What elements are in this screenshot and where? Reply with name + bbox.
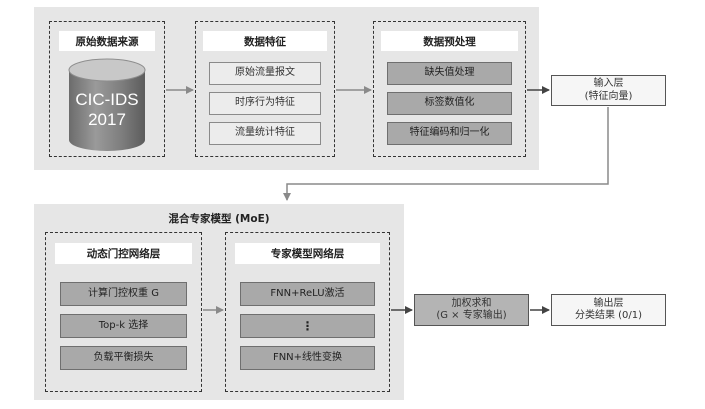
feature-item-statistics: 流量统计特征 — [209, 122, 321, 145]
input-layer-label: 输入层 — [593, 78, 624, 89]
experts-group — [225, 232, 390, 392]
data-source-group — [49, 21, 165, 157]
gating-compute-weights-label: 计算门控权重 G — [88, 287, 159, 299]
features-title: 数据特征 — [203, 31, 327, 51]
feature-item-raw-packets: 原始流量报文 — [209, 62, 321, 85]
output-layer-label: 输出层 — [593, 297, 624, 309]
preprocess-label-encoding: 标签数值化 — [387, 92, 512, 115]
gating-compute-weights: 计算门控权重 G — [60, 282, 187, 306]
input-layer-sublabel: (特征向量) — [584, 90, 633, 102]
weighted-sum-box: 加权求和 (G × 专家输出) — [414, 294, 529, 326]
gating-load-balance-loss: 负载平衡损失 — [60, 346, 187, 370]
output-layer-box: 输出层 分类结果 (0/1) — [551, 294, 666, 326]
gating-group — [45, 232, 202, 392]
gating-topk-selection: Top-k 选择 — [60, 314, 187, 338]
gating-title: 动态门控网络层 — [55, 243, 192, 264]
output-layer-sublabel: 分类结果 (0/1) — [574, 310, 643, 321]
dataset-name-line2: 2017 — [88, 110, 126, 129]
dataset-name-line1: CIC-IDS — [75, 90, 139, 109]
expert-ellipsis: ⋮ — [240, 314, 375, 338]
expert-fnn-linear: FNN+线性变换 — [240, 346, 375, 370]
preprocess-group — [373, 21, 526, 157]
arrow-input-to-moe — [283, 107, 609, 201]
preprocess-normalization: 特征编码和归一化 — [387, 122, 512, 145]
moe-title: 混合专家模型 (MoE) — [168, 213, 270, 225]
feature-item-temporal: 时序行为特征 — [209, 92, 321, 115]
expert-fnn-relu: FNN+ReLU激活 — [240, 282, 375, 306]
weighted-sum-label: 加权求和 — [451, 297, 492, 309]
database-cylinder-icon — [68, 58, 146, 151]
preprocess-missing-values: 缺失值处理 — [387, 62, 512, 85]
input-layer-box: 输入层 (特征向量) — [551, 75, 666, 106]
experts-title: 专家模型网络层 — [235, 243, 380, 264]
features-group — [195, 21, 335, 157]
weighted-sum-sublabel: (G × 专家输出) — [436, 310, 507, 321]
data-source-title: 原始数据来源 — [59, 31, 155, 51]
preprocess-title: 数据预处理 — [381, 31, 518, 51]
